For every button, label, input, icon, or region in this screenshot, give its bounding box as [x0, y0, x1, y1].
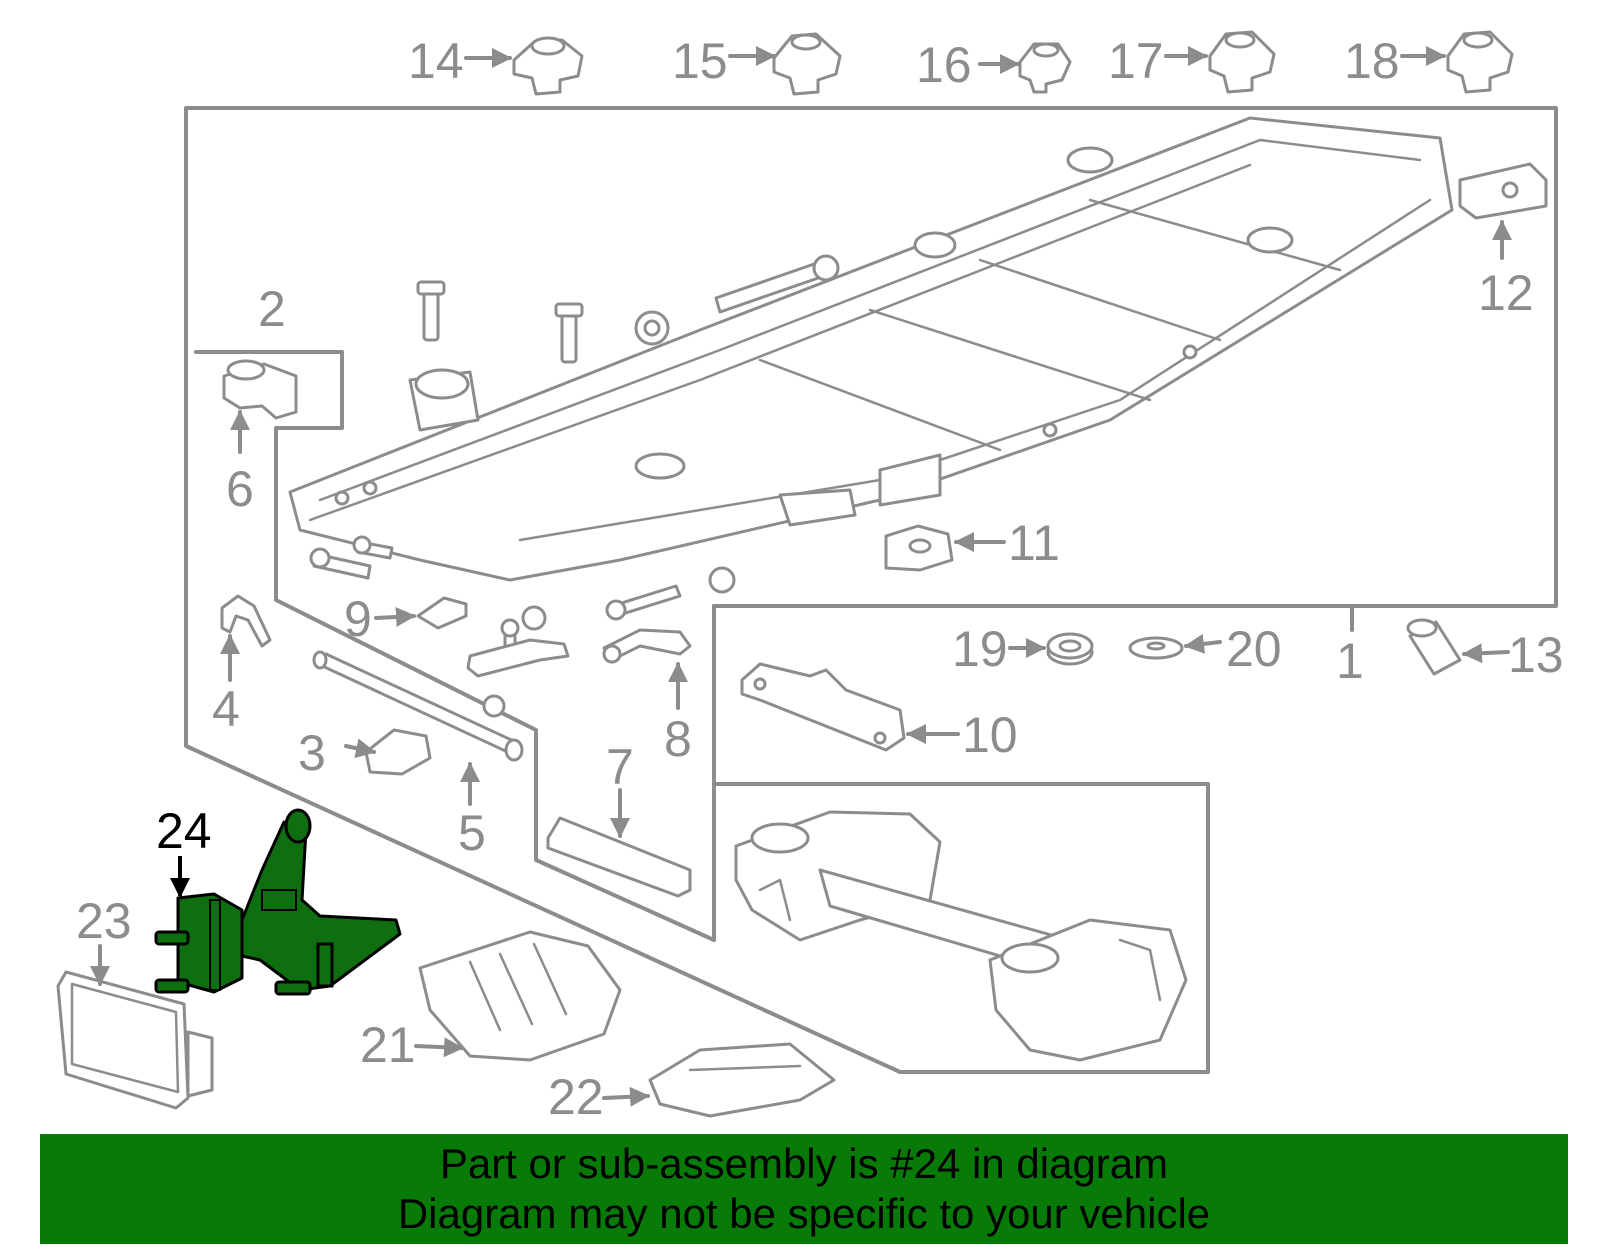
callout-4: 4: [212, 681, 240, 737]
skid-plate-22: [648, 1042, 836, 1118]
callout-18: 18: [1344, 33, 1400, 89]
callout-11: 11: [1008, 515, 1060, 571]
body-mount-18: [1446, 30, 1514, 94]
callout-20: 20: [1226, 621, 1282, 677]
callout-14: 14: [408, 33, 464, 89]
callout-1: 1: [1336, 633, 1364, 689]
callout-13: 13: [1508, 627, 1564, 683]
bumper-13: [1406, 618, 1462, 676]
callout-15: 15: [672, 33, 728, 89]
crossmember-10: [740, 662, 906, 752]
bracket-7: [546, 816, 692, 898]
leader-arrows: [90, 46, 1512, 1107]
callout-5: 5: [458, 805, 486, 861]
sub-box-outline: [194, 350, 716, 942]
callout-8: 8: [664, 711, 692, 767]
skid-plate-21: [418, 930, 622, 1062]
body-mount-17: [1208, 30, 1276, 94]
callout-3: 3: [298, 725, 326, 781]
callout-9: 9: [344, 591, 372, 647]
callout-19: 19: [952, 621, 1008, 677]
info-banner: Part or sub-assembly is #24 in diagram D…: [40, 1134, 1568, 1244]
washer-20: [1128, 636, 1184, 660]
module-23: [56, 970, 214, 1110]
bracket-12: [1458, 162, 1548, 220]
callout-21: 21: [360, 1017, 416, 1073]
frame-assembly-outline: [184, 106, 1558, 1074]
callout-24: 24: [156, 803, 212, 859]
callout-23: 23: [76, 893, 132, 949]
callout-2: 2: [258, 281, 286, 337]
washer-19: [1046, 632, 1094, 666]
banner-line-1: Part or sub-assembly is #24 in diagram: [439, 1140, 1169, 1187]
callout-16: 16: [916, 37, 972, 93]
callout-10: 10: [962, 707, 1018, 763]
banner-line-2: Diagram may not be specific to your vehi…: [397, 1190, 1211, 1237]
highlighted-part-24: [154, 808, 402, 996]
link-8: [602, 628, 692, 664]
callout-17: 17: [1108, 33, 1164, 89]
vehicle-frame: [288, 116, 1454, 582]
frame-bolts: [309, 254, 840, 718]
callout-22: 22: [548, 1069, 604, 1125]
crossbar-5: [312, 650, 524, 762]
bracket-4: [220, 594, 272, 648]
callout-7: 7: [606, 739, 634, 795]
body-mount-14: [512, 36, 584, 96]
body-mount-15: [772, 32, 842, 96]
arm-left-of-8: [466, 638, 570, 678]
callout-labels: 14 15 16 17 18 12 2 6 11 9 19 20 1 13 4 …: [76, 33, 1564, 1125]
rear-crossmember: [734, 810, 1188, 1062]
arm-9: [416, 596, 468, 630]
callout-12: 12: [1478, 265, 1534, 321]
pad-3: [364, 728, 432, 776]
bracket-6: [222, 359, 298, 420]
callout-6: 6: [226, 461, 254, 517]
plate-11: [884, 524, 954, 572]
body-mount-16: [1018, 42, 1072, 94]
